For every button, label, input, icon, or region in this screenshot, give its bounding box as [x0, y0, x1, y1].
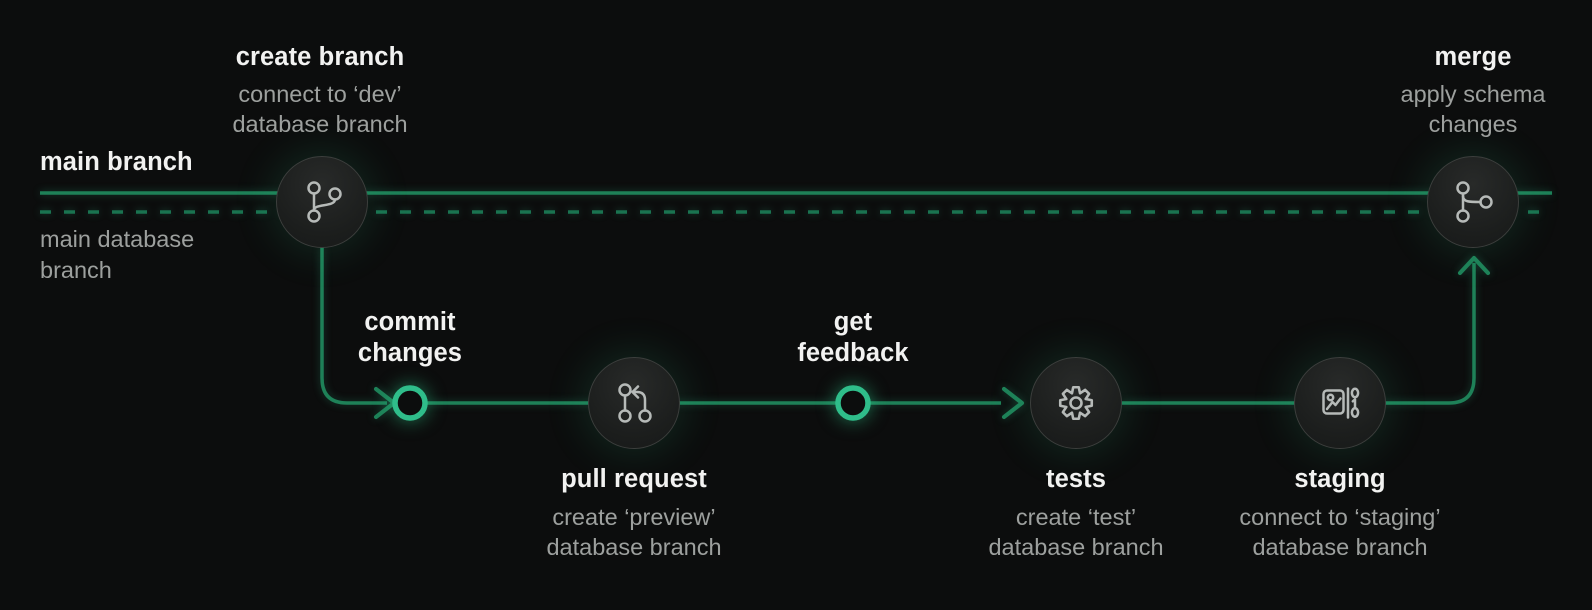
step-get-feedback-label: get feedback: [797, 308, 909, 367]
node-pull-request: [588, 357, 680, 449]
step-create-branch-label: create branch connect to ‘dev’ database …: [232, 43, 408, 137]
git-merge-icon: [1456, 181, 1493, 223]
git-pull-request-icon: [618, 383, 652, 423]
arrow-up-icon: [1457, 255, 1491, 276]
node-tests: [1030, 357, 1122, 449]
node-staging: [1294, 357, 1386, 449]
commit-marker-ring: [392, 385, 428, 421]
chart-binary-icon: [1322, 387, 1360, 419]
arrow-right-icon: [1001, 386, 1025, 420]
node-create-branch: [276, 156, 368, 248]
step-staging-label: staging connect to ‘staging’ database br…: [1239, 465, 1441, 560]
step-merge-label: merge apply schema changes: [1400, 43, 1546, 137]
feature-branch-line-up: [1122, 263, 1476, 405]
main-branch-label: main branch: [40, 148, 193, 176]
git-branch-icon: [307, 181, 342, 223]
gear-icon: [1058, 385, 1094, 421]
node-merge: [1427, 156, 1519, 248]
step-tests-label: tests create ‘test’ database branch: [988, 465, 1164, 560]
step-pull-request-label: pull request create ‘preview’ database b…: [546, 465, 722, 560]
feedback-marker-ring: [835, 385, 871, 421]
step-commit-changes-label: commit changes: [357, 308, 463, 367]
main-database-branch-label: main database branch: [40, 226, 195, 283]
feature-branch-line-down: [320, 247, 387, 405]
